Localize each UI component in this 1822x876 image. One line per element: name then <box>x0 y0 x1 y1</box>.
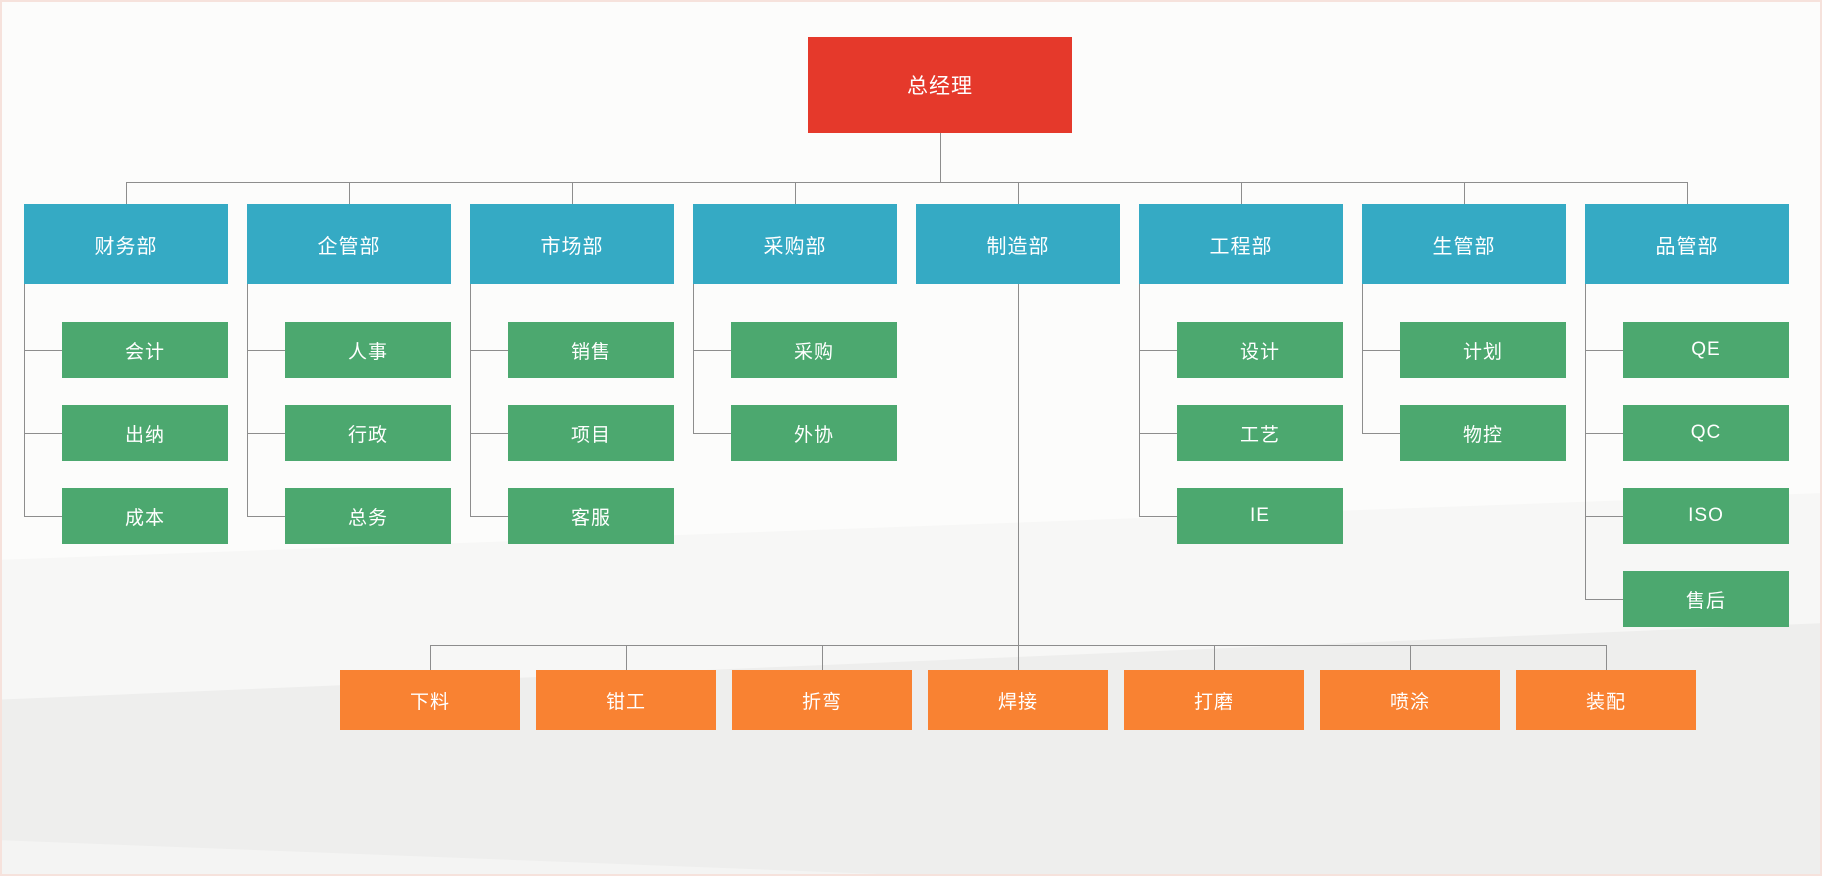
node-process-1[interactable]: 下料 <box>340 670 520 730</box>
node-subunit-2-1[interactable]: 人事 <box>285 322 451 378</box>
connector-subunit-branch <box>24 433 62 434</box>
node-subunit-4-1[interactable]: 采购 <box>731 322 897 378</box>
connector-subunit-branch <box>24 516 62 517</box>
connector-subunit-branch <box>1139 516 1177 517</box>
node-subunit-3-2[interactable]: 项目 <box>508 405 674 461</box>
connector-department-drop <box>1241 182 1242 204</box>
connector-subunit-rail <box>470 284 471 516</box>
node-department-4[interactable]: 采购部 <box>693 204 897 284</box>
connector-process-bus <box>430 645 1606 646</box>
connector-department-drop <box>1464 182 1465 204</box>
node-subunit-6-1[interactable]: 设计 <box>1177 322 1343 378</box>
node-department-5[interactable]: 制造部 <box>916 204 1120 284</box>
connector-subunit-branch <box>470 516 508 517</box>
node-process-6[interactable]: 喷涂 <box>1320 670 1500 730</box>
node-subunit-7-2[interactable]: 物控 <box>1400 405 1566 461</box>
connector-subunit-branch <box>470 433 508 434</box>
connector-subunit-branch <box>693 350 731 351</box>
connector-subunit-branch <box>24 350 62 351</box>
connector-subunit-branch <box>470 350 508 351</box>
node-process-3[interactable]: 折弯 <box>732 670 912 730</box>
node-subunit-3-3[interactable]: 客服 <box>508 488 674 544</box>
node-process-7[interactable]: 装配 <box>1516 670 1696 730</box>
connector-subunit-rail <box>1139 284 1140 516</box>
connector-department-drop <box>126 182 127 204</box>
node-subunit-3-1[interactable]: 销售 <box>508 322 674 378</box>
connector-process-drop <box>1410 645 1411 670</box>
connector-process-drop <box>1018 645 1019 670</box>
connector-root-stem <box>940 133 941 182</box>
connector-subunit-branch <box>693 433 731 434</box>
node-subunit-8-4[interactable]: 售后 <box>1623 571 1789 627</box>
node-root[interactable]: 总经理 <box>808 37 1072 133</box>
node-subunit-4-2[interactable]: 外协 <box>731 405 897 461</box>
connector-process-drop <box>1606 645 1607 670</box>
connector-department-drop <box>349 182 350 204</box>
connector-department-drop <box>795 182 796 204</box>
node-department-8[interactable]: 品管部 <box>1585 204 1789 284</box>
node-department-1[interactable]: 财务部 <box>24 204 228 284</box>
node-subunit-2-2[interactable]: 行政 <box>285 405 451 461</box>
connector-subunit-rail <box>693 284 694 433</box>
connector-subunit-branch <box>1585 433 1623 434</box>
node-subunit-2-3[interactable]: 总务 <box>285 488 451 544</box>
node-subunit-1-2[interactable]: 出纳 <box>62 405 228 461</box>
node-process-4[interactable]: 焊接 <box>928 670 1108 730</box>
node-department-7[interactable]: 生管部 <box>1362 204 1566 284</box>
node-subunit-8-1[interactable]: QE <box>1623 322 1789 378</box>
connector-subunit-branch <box>1362 350 1400 351</box>
node-process-5[interactable]: 打磨 <box>1124 670 1304 730</box>
connector-subunit-branch <box>247 433 285 434</box>
connector-subunit-rail <box>24 284 25 516</box>
node-department-6[interactable]: 工程部 <box>1139 204 1343 284</box>
connector-department-drop <box>1687 182 1688 204</box>
connector-department-drop <box>1018 182 1019 204</box>
node-subunit-7-1[interactable]: 计划 <box>1400 322 1566 378</box>
connector-subunit-rail <box>1362 284 1363 433</box>
connector-subunit-branch <box>1139 433 1177 434</box>
node-subunit-1-3[interactable]: 成本 <box>62 488 228 544</box>
connector-department-bus <box>126 182 1687 183</box>
connector-process-drop <box>626 645 627 670</box>
node-subunit-6-3[interactable]: IE <box>1177 488 1343 544</box>
node-process-2[interactable]: 钳工 <box>536 670 716 730</box>
connector-subunit-branch <box>247 350 285 351</box>
connector-subunit-branch <box>1585 350 1623 351</box>
connector-subunit-rail <box>1585 284 1586 599</box>
connector-process-drop <box>1214 645 1215 670</box>
node-subunit-1-1[interactable]: 会计 <box>62 322 228 378</box>
connector-subunit-branch <box>1362 433 1400 434</box>
connector-subunit-branch <box>1585 516 1623 517</box>
node-subunit-8-2[interactable]: QC <box>1623 405 1789 461</box>
node-department-2[interactable]: 企管部 <box>247 204 451 284</box>
connector-manufacturing-stem <box>1018 284 1019 645</box>
node-subunit-8-3[interactable]: ISO <box>1623 488 1789 544</box>
connector-subunit-rail <box>247 284 248 516</box>
connector-subunit-branch <box>247 516 285 517</box>
connector-process-drop <box>822 645 823 670</box>
node-department-3[interactable]: 市场部 <box>470 204 674 284</box>
connector-subunit-branch <box>1139 350 1177 351</box>
node-subunit-6-2[interactable]: 工艺 <box>1177 405 1343 461</box>
connector-subunit-branch <box>1585 599 1623 600</box>
connector-process-drop <box>430 645 431 670</box>
connector-department-drop <box>572 182 573 204</box>
